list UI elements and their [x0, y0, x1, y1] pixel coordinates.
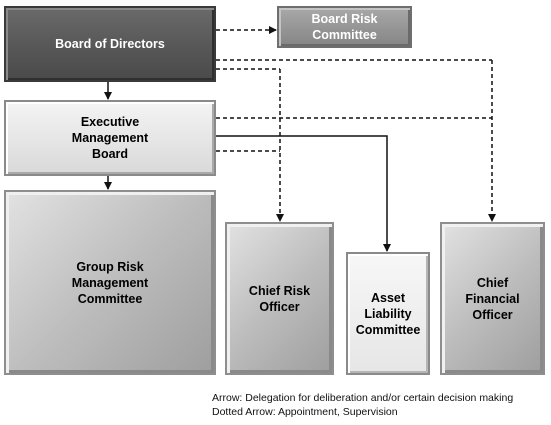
executive-management-board-label: Executive Management Board — [71, 115, 149, 161]
executive-management-board-box: Executive Management Board — [4, 100, 216, 176]
board-of-directors-label: Board of Directors — [55, 37, 165, 51]
legend-dotted-arrow: Dotted Arrow: Appointment, Supervision — [212, 406, 398, 418]
arrow-emb-to-alco — [216, 135, 391, 252]
chief-risk-officer-label: Chief Risk Officer — [248, 283, 311, 314]
board-risk-committee-box: Board Risk Committee — [277, 6, 412, 48]
legend-dotted-arrow-text: Dotted Arrow: Appointment, Supervision — [212, 406, 398, 418]
board-of-directors-box: Board of Directors — [4, 6, 216, 82]
legend-arrow-text: Arrow: Delegation for deliberation and/o… — [212, 392, 514, 404]
asset-liability-committee-box: Asset Liability Committee — [346, 252, 430, 375]
legend-arrow: Arrow: Delegation for deliberation and/o… — [212, 392, 513, 404]
chief-risk-officer-box: Chief Risk Officer — [225, 222, 334, 375]
group-risk-management-committee-label: Group Risk Management Committee — [71, 259, 149, 306]
chief-financial-officer-label: Chief Financial Officer — [465, 275, 520, 322]
asset-liability-committee-label: Asset Liability Committee — [355, 290, 421, 337]
group-risk-management-committee-box: Group Risk Management Committee — [4, 190, 216, 375]
chief-financial-officer-box: Chief Financial Officer — [440, 222, 545, 375]
board-risk-committee-label: Board Risk Committee — [311, 12, 378, 42]
